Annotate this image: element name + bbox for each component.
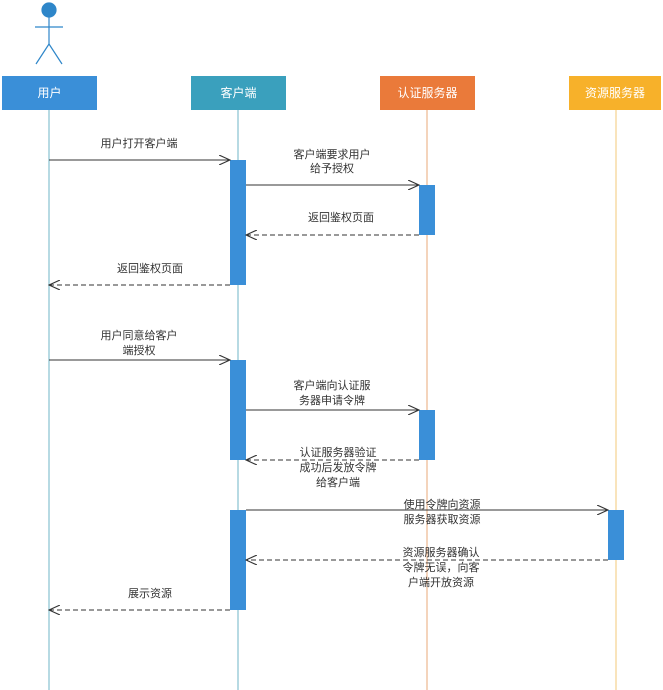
participant-label: 客户端 <box>220 85 256 100</box>
message-9: 展示资源 <box>49 586 230 610</box>
message-label: 令牌无误，向客 <box>403 560 480 574</box>
participant-label: 资源服务器 <box>585 85 645 100</box>
participant-box-auth <box>380 76 475 110</box>
message-label: 返回鉴权页面 <box>308 211 374 224</box>
message-label: 务器申请令牌 <box>299 393 365 407</box>
activation-auth-2 <box>419 410 435 460</box>
message-label: 客户端要求用户 <box>294 147 371 161</box>
message-label: 给客户端 <box>316 475 360 489</box>
message-label: 使用令牌向资源 <box>404 497 481 511</box>
participant-box-user <box>2 76 97 110</box>
message-4: 用户同意给客户 端授权 <box>49 328 230 360</box>
activation-res-1 <box>608 510 624 560</box>
activation-auth-1 <box>419 185 435 235</box>
message-label: 户端开放资源 <box>408 575 474 589</box>
message-5: 客户端向认证服 务器申请令牌 <box>246 378 419 410</box>
participant-box-client <box>191 76 286 110</box>
activation-client-1 <box>230 160 246 285</box>
message-1: 客户端要求用户 给予授权 <box>246 147 419 185</box>
actor-figure-icon <box>35 2 63 65</box>
message-0: 用户打开客户端 <box>49 136 230 160</box>
message-label: 端授权 <box>123 343 156 357</box>
participant-client: 客户端 <box>191 76 286 110</box>
message-3: 返回鉴权页面 <box>49 262 230 285</box>
message-label: 认证服务器验证 <box>300 445 377 459</box>
participant-box-res <box>569 76 661 110</box>
participant-label: 认证服务器 <box>397 85 457 100</box>
participant-auth: 认证服务器 <box>380 76 475 110</box>
message-label: 给予授权 <box>310 161 354 175</box>
participant-res: 资源服务器 <box>569 76 661 110</box>
message-6: 认证服务器验证 成功后发放令牌 给客户端 <box>246 445 419 489</box>
message-label: 服务器获取资源 <box>404 512 481 526</box>
message-label: 返回鉴权页面 <box>117 262 183 275</box>
activation-client-3 <box>230 510 246 610</box>
message-label: 用户同意给客户 <box>101 328 178 342</box>
message-2: 返回鉴权页面 <box>246 211 419 235</box>
participant-user: 用户 <box>2 76 97 110</box>
activation-client-2 <box>230 360 246 460</box>
message-8: 资源服务器确认 令牌无误，向客 户端开放资源 <box>246 545 608 589</box>
message-label: 客户端向认证服 <box>294 378 371 392</box>
message-7: 使用令牌向资源 服务器获取资源 <box>246 497 608 526</box>
message-label: 展示资源 <box>128 586 172 600</box>
participant-label: 用户 <box>37 85 61 100</box>
message-label: 用户打开客户端 <box>101 136 178 150</box>
message-label: 资源服务器确认 <box>403 545 480 559</box>
message-label: 成功后发放令牌 <box>300 460 377 474</box>
